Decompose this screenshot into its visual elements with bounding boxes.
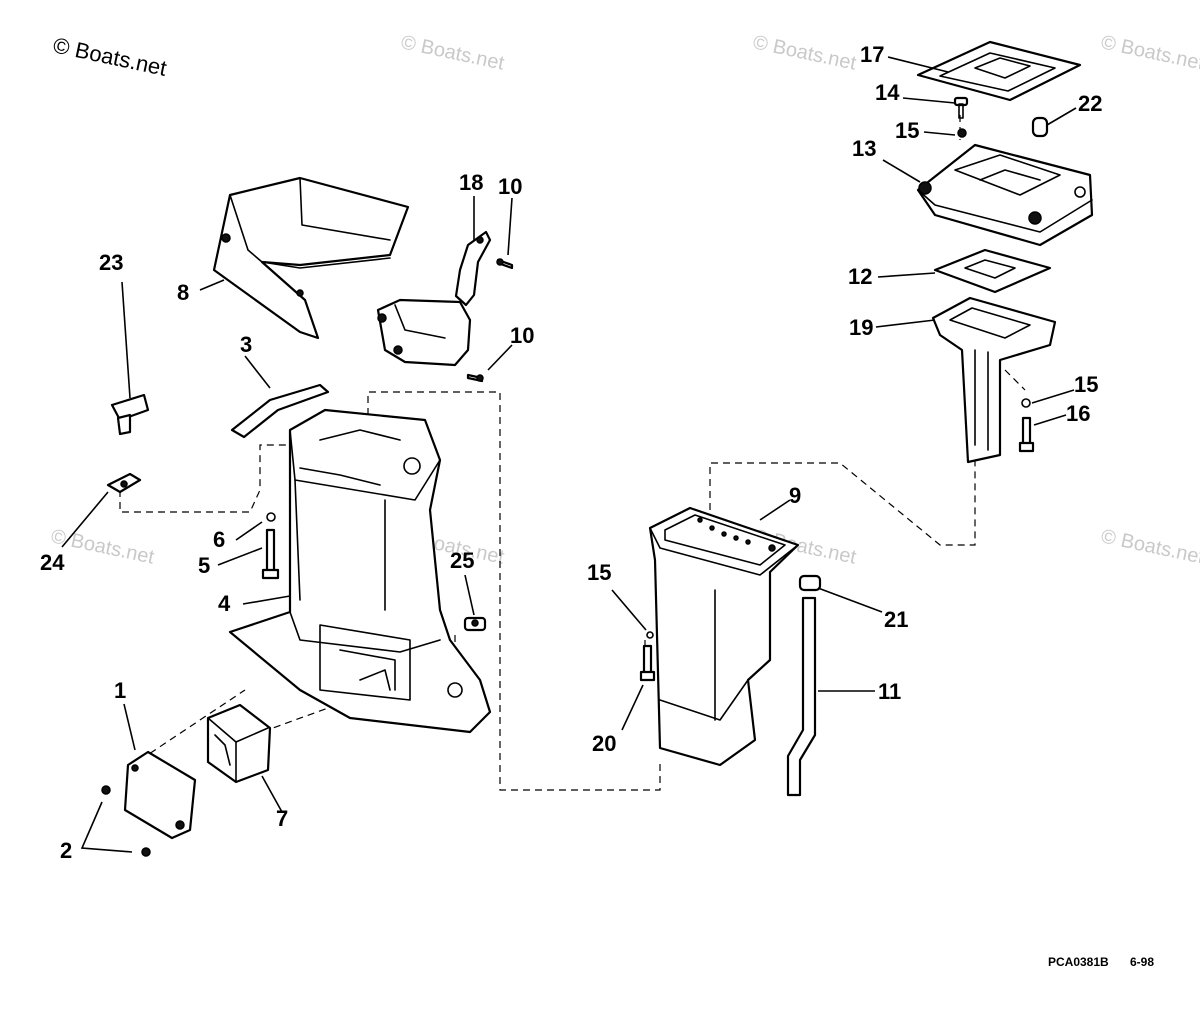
- callout-12: 12: [848, 264, 872, 289]
- part-19-exhaust-tube: [931, 296, 1057, 464]
- part-11-tube: [786, 596, 817, 797]
- watermark-repeat: © Boats.net: [1099, 31, 1200, 74]
- part-10-screw-top: [496, 258, 514, 270]
- part-3-seal: [230, 383, 330, 439]
- watermark-main: © Boats.net: [51, 32, 169, 80]
- part-14-screw: [953, 96, 969, 119]
- part-2-screw-a: [101, 785, 111, 795]
- part-17-gasket: [916, 40, 1082, 102]
- part-9-exhaust-housing: [648, 506, 800, 767]
- callout-19: 19: [849, 315, 873, 340]
- callout-23: 23: [99, 250, 123, 275]
- callout-leader-lines: [61, 56, 1077, 853]
- part-13-adapter: [916, 143, 1094, 247]
- part-18-bracket: [454, 230, 492, 307]
- part-10-screw-bottom: [466, 373, 484, 383]
- watermark-repeat: © Boats.net: [751, 31, 859, 74]
- callout-8: 8: [177, 280, 189, 305]
- part-cover-right: [376, 298, 472, 367]
- callout-22: 22: [1078, 91, 1102, 116]
- part-25-grommet: [463, 616, 487, 632]
- callout-labels: 1 2 3 4 5 6 7 8 9 10 10 11 12 13 14 15 1…: [40, 42, 1102, 863]
- callout-14: 14: [875, 80, 900, 105]
- watermark-repeat: © Boats.net: [49, 525, 157, 568]
- drawing-code: PCA0381B: [1048, 955, 1109, 969]
- callout-20: 20: [592, 731, 616, 756]
- part-4-housing: [228, 408, 492, 734]
- callout-3: 3: [240, 332, 252, 357]
- part-22-pin: [1031, 116, 1049, 138]
- part-21-bushing: [798, 574, 822, 592]
- watermark-repeat: © Boats.net: [399, 31, 507, 74]
- part-12-gasket: [933, 248, 1052, 294]
- part-23-clip: [110, 393, 150, 436]
- callout-25: 25: [450, 548, 474, 573]
- watermark-repeat: © Boats.net: [1099, 525, 1200, 568]
- part-15-washer-right: [1021, 398, 1031, 408]
- callout-5: 5: [198, 553, 210, 578]
- callout-21: 21: [884, 607, 908, 632]
- callout-24: 24: [40, 550, 65, 575]
- callout-2: 2: [60, 838, 72, 863]
- part-2-screw-b: [141, 847, 151, 857]
- callout-16: 16: [1066, 401, 1090, 426]
- part-8-cover: [212, 176, 410, 340]
- part-16-bolt: [1018, 416, 1035, 453]
- part-6-washer: [266, 512, 276, 522]
- part-24-plate: [106, 472, 142, 494]
- callout-9: 9: [789, 483, 801, 508]
- callout-6: 6: [213, 527, 225, 552]
- callout-15-right: 15: [1074, 372, 1098, 397]
- part-5-bolt: [261, 528, 280, 580]
- part-15-washer-middle: [646, 631, 654, 639]
- callout-15-middle: 15: [587, 560, 611, 585]
- part-15-washer-top: [957, 128, 967, 138]
- callout-1: 1: [114, 678, 126, 703]
- part-20-bolt: [639, 644, 656, 682]
- callout-10-bottom: 10: [510, 323, 534, 348]
- callout-11: 11: [878, 679, 901, 704]
- part-1-cover-plate: [123, 750, 197, 840]
- callout-15-top: 15: [895, 118, 919, 143]
- callout-18: 18: [459, 170, 483, 195]
- callout-10-top: 10: [498, 174, 522, 199]
- drawing-date: 6-98: [1130, 955, 1154, 969]
- part-7-block: [206, 703, 272, 784]
- callout-4: 4: [218, 591, 231, 616]
- callout-17: 17: [860, 42, 884, 67]
- callout-13: 13: [852, 136, 876, 161]
- callout-7: 7: [276, 806, 288, 831]
